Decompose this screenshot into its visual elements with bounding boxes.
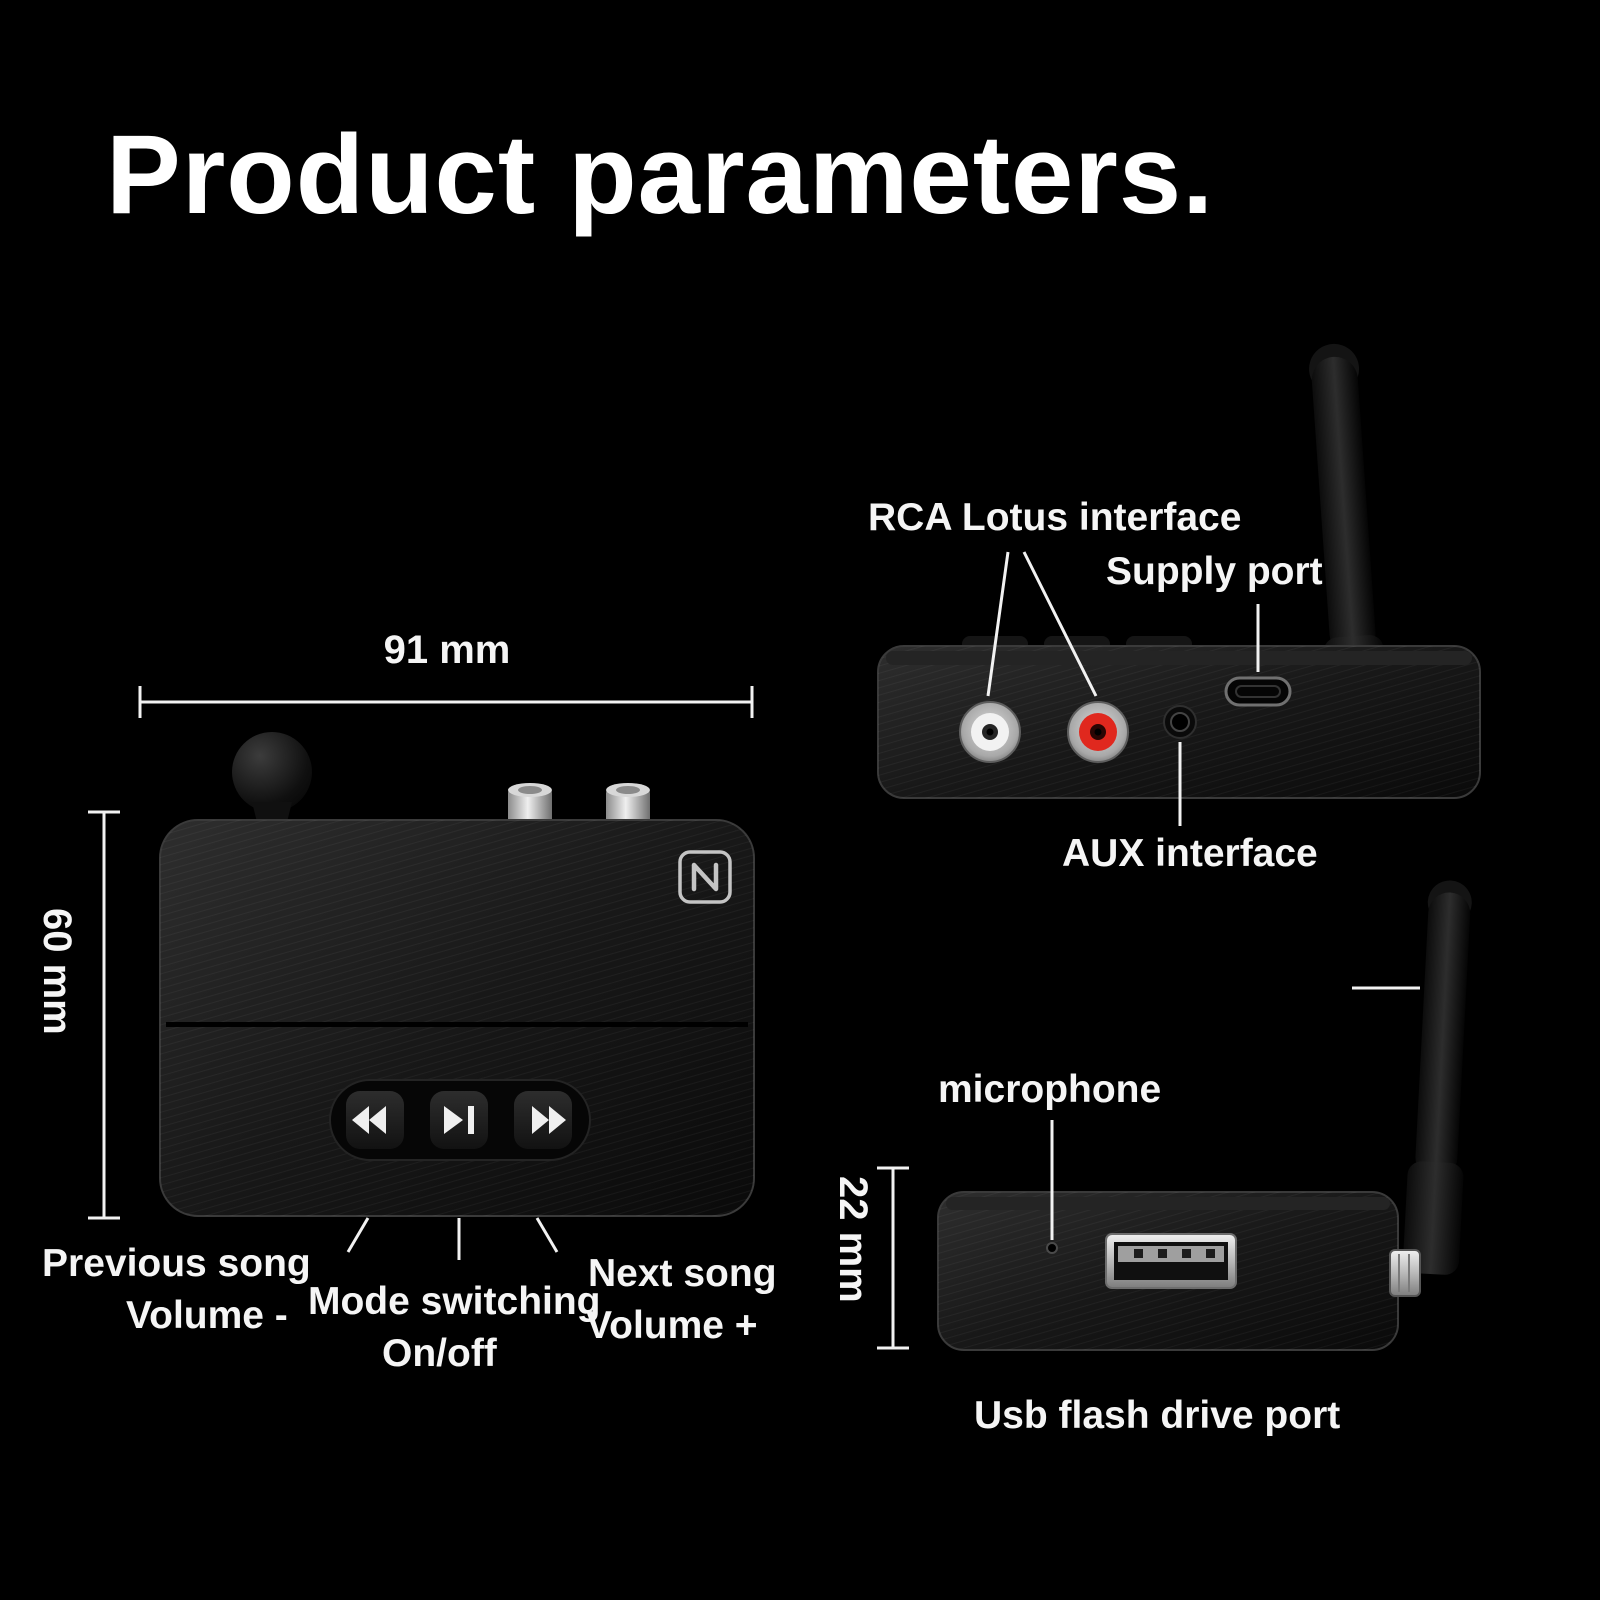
previous-icon: [352, 1106, 386, 1134]
next-icon: [532, 1106, 566, 1134]
mode-switching-label: Mode switching: [308, 1280, 601, 1323]
antenna-connector-nut: [1389, 1249, 1421, 1297]
usb-c-port: [1224, 676, 1292, 707]
width-dimension-label: 91 mm: [383, 628, 511, 672]
volume-minus-label: Volume -: [126, 1294, 288, 1337]
back-device: [877, 343, 1481, 799]
play-pause-button[interactable]: [430, 1091, 488, 1149]
rca-jack-red: [1067, 701, 1129, 763]
back-top-edge: [886, 651, 1472, 665]
play-pause-icon: [444, 1106, 474, 1134]
previous-song-label: Previous song: [42, 1242, 311, 1285]
front-body-texture: [160, 820, 754, 1216]
supply-port-label: Supply port: [1106, 550, 1323, 593]
next-song-label: Next song: [588, 1252, 777, 1295]
rca-red-callout: [1022, 551, 1098, 697]
dimension-lines: [88, 686, 909, 1350]
usb-a-port: [1105, 1233, 1237, 1289]
microphone-hole: [1046, 1242, 1058, 1254]
rca-white-callout: [986, 551, 1010, 697]
microphone-label: microphone: [938, 1068, 1162, 1111]
depth-dimension-label: 22 mm: [831, 1176, 875, 1303]
usb-flash-drive-label: Usb flash drive port: [974, 1394, 1341, 1437]
volume-plus-label: Volume +: [586, 1304, 758, 1347]
front-seam: [166, 1022, 748, 1027]
nfc-icon: [678, 850, 732, 904]
callout-lines: [346, 551, 1420, 1260]
bottom-device: [937, 880, 1472, 1351]
next-button[interactable]: [514, 1091, 572, 1149]
bottom-top-edge: [946, 1197, 1390, 1210]
bottom-antenna: [1403, 880, 1472, 1275]
page-title: Product parameters.: [106, 112, 1215, 237]
height-dimension-label: 60 mm: [35, 908, 79, 1035]
on-off-label: On/off: [382, 1332, 497, 1375]
front-antenna-ball: [232, 732, 312, 812]
front-rca-plugs: [508, 783, 650, 828]
aux-interface-label: AUX interface: [1062, 832, 1318, 875]
rca-jack-white: [959, 701, 1021, 763]
next-callout: [535, 1217, 559, 1253]
rca-lotus-label: RCA Lotus interface: [868, 496, 1242, 539]
previous-button[interactable]: [346, 1091, 404, 1149]
aux-jack: [1163, 705, 1197, 739]
front-device: [159, 732, 755, 1217]
previous-callout: [346, 1217, 370, 1253]
